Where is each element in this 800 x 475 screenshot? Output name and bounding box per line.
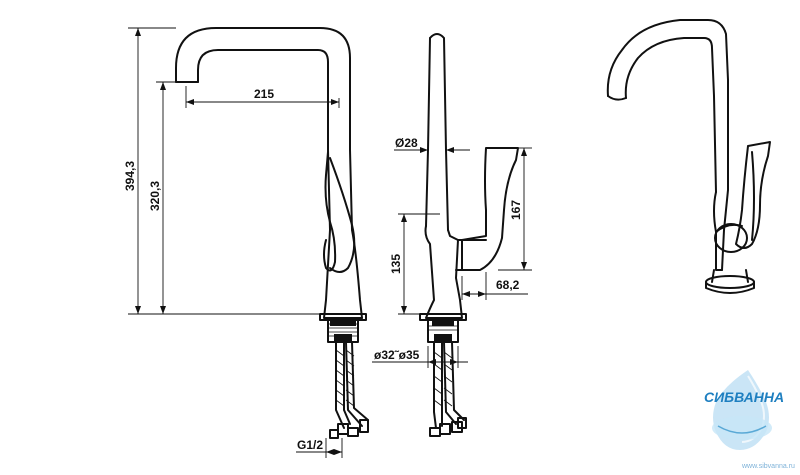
dim-spout-height <box>156 81 176 314</box>
dim-spout-diameter <box>394 147 470 153</box>
side-body <box>424 225 463 319</box>
dim-handle-depth <box>461 272 528 300</box>
persp-base-side <box>705 281 755 294</box>
side-hoses <box>429 341 467 437</box>
dim-handle-depth-label: 68,2 <box>496 278 520 292</box>
dim-mount-hole-label: ø32˜ø35 <box>374 348 420 362</box>
front-handle-curve <box>329 157 356 273</box>
dim-total-height <box>128 27 320 315</box>
dim-base-height <box>398 213 440 315</box>
dim-handle-height <box>498 147 532 271</box>
side-spout-left <box>425 37 431 227</box>
side-shank <box>427 319 459 343</box>
bathtub-icon <box>712 416 772 440</box>
dim-mount-hole <box>372 346 468 368</box>
brand-logo: СИБВАННА www.sibvanna.ru <box>704 370 795 470</box>
front-shank <box>327 319 359 343</box>
dim-spout-reach-label: 215 <box>254 87 274 101</box>
dim-spout-diameter-label: Ø28 <box>395 136 418 150</box>
front-hoses <box>329 341 369 439</box>
side-spout <box>429 33 449 231</box>
logo-url: www.sibvanna.ru <box>741 463 795 470</box>
persp-spout-inner <box>624 37 717 193</box>
front-handle-lever <box>323 151 337 272</box>
persp-spout-outer <box>606 19 729 271</box>
dim-spout-reach <box>185 86 340 108</box>
side-view: Ø28 167 135 68,2 <box>372 33 532 437</box>
dim-handle-height-label: 167 <box>509 200 523 220</box>
perspective-view <box>606 19 771 294</box>
front-view: 394,3 320,3 215 G1/2 <box>123 27 369 458</box>
dim-total-height-label: 394,3 <box>123 161 137 191</box>
front-spout-outer <box>175 27 363 319</box>
front-body-lower <box>323 229 363 319</box>
persp-handle <box>735 141 771 249</box>
dim-spout-height-label: 320,3 <box>148 181 162 211</box>
logo-name: СИБВАННА <box>704 389 784 405</box>
dim-base-height-label: 135 <box>389 254 403 274</box>
front-spout-inner <box>197 49 331 231</box>
side-handle <box>461 147 519 271</box>
dim-thread <box>296 438 343 458</box>
persp-spout-tip <box>607 95 627 101</box>
dim-thread-label: G1/2 <box>297 438 323 452</box>
persp-body-ring <box>714 223 748 253</box>
